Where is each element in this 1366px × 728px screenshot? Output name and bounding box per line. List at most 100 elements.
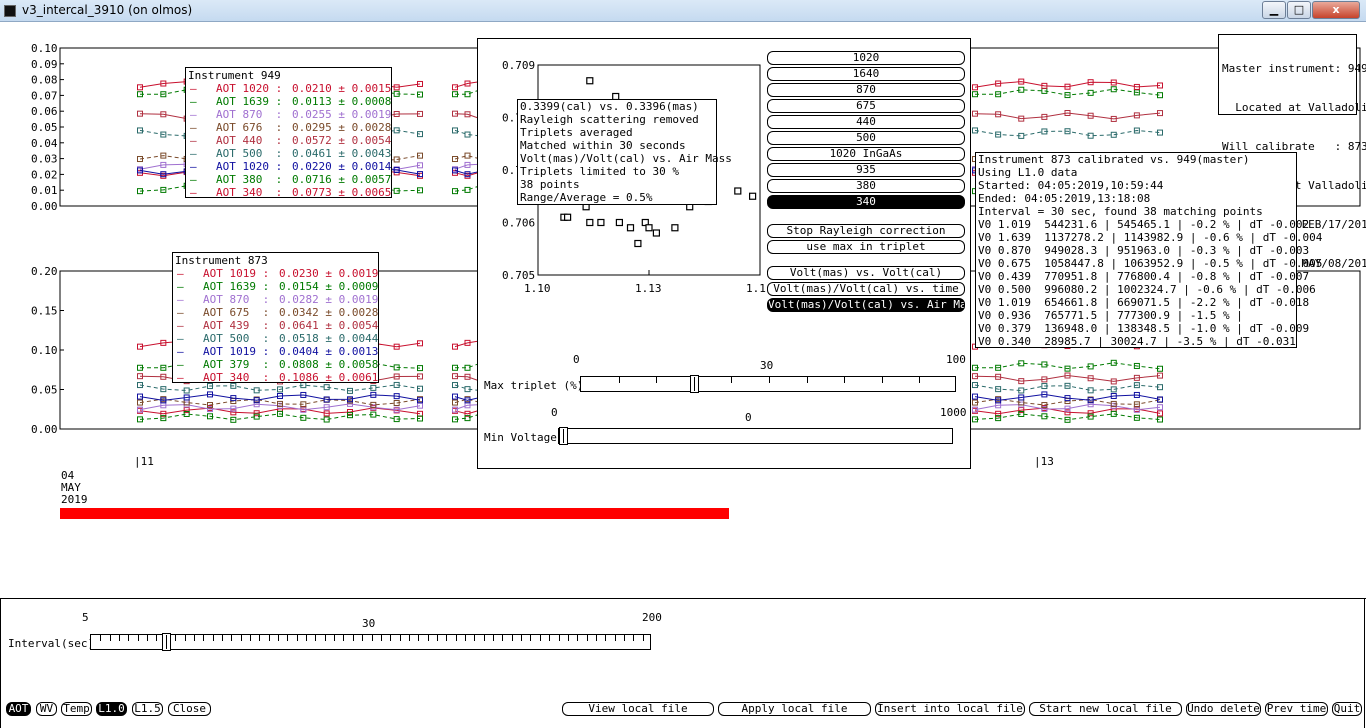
bottom-plot-data-marker	[452, 399, 458, 406]
scatter-xtick: 1.13	[635, 282, 662, 295]
l10-button[interactable]: L1.0	[96, 702, 127, 716]
bottom-plot-data-marker	[972, 382, 978, 389]
wavelength-button-380[interactable]: 380	[767, 179, 965, 193]
stop-rayleigh-button[interactable]: Stop Rayleigh correction	[767, 224, 965, 238]
wavelength-button-870[interactable]: 870	[767, 83, 965, 97]
bottom-plot-data-marker	[160, 364, 167, 371]
slider-tick	[769, 377, 770, 383]
wavelength-button-1020-ingaas[interactable]: 1020 InGaAs	[767, 147, 965, 161]
top-plot-data-marker	[1133, 112, 1140, 119]
wavelength-button-1020[interactable]: 1020	[767, 51, 965, 65]
bottom-plot-data-marker	[417, 415, 423, 422]
bottom-plot-data-marker	[1018, 394, 1025, 401]
start-new-local-file-button[interactable]: Start new local file	[1029, 702, 1182, 716]
slider-tick	[615, 635, 616, 641]
use-max-triplet-button[interactable]: use max in triplet	[767, 240, 965, 254]
slider-tick	[465, 635, 466, 641]
legend-series-value: 0.0230 ± 0.0019	[279, 267, 379, 280]
bottom-panel-left-edge	[0, 598, 1, 728]
bottom-plot-data-marker	[1087, 413, 1094, 420]
interval-label: Interval(sec)	[8, 637, 95, 650]
legend-row: —AOT 500 :0.0518 ± 0.0044	[175, 332, 378, 345]
bottom-plot-series-line	[455, 362, 481, 369]
temp-button[interactable]: Temp	[61, 702, 92, 716]
top-plot-series-line	[974, 112, 1161, 120]
top-plot-data-marker	[972, 110, 978, 117]
top-plot-data-marker	[452, 127, 458, 134]
slider-tick	[343, 635, 344, 641]
legend-series-name: AOT 439 :	[203, 319, 270, 332]
scatter-xtick: 1.1	[746, 282, 766, 295]
slider-tick	[156, 635, 157, 641]
wavelength-button-440[interactable]: 440	[767, 115, 965, 129]
l15-button[interactable]: L1.5	[132, 702, 163, 716]
plot-mode-button[interactable]: Volt(mas)/Volt(cal) vs. Air Mass	[767, 298, 965, 312]
wv-button[interactable]: WV	[36, 702, 57, 716]
bottom-plot-data-marker	[452, 364, 458, 371]
top-plot-series-line	[454, 163, 481, 170]
bottom-plot-series-line	[139, 393, 421, 401]
min-voltage-slider[interactable]	[558, 427, 953, 445]
maximize-button[interactable]: □	[1287, 1, 1311, 19]
plot-mode-button[interactable]: Volt(mas)/Volt(cal) vs. time	[767, 282, 965, 296]
undo-delete-button[interactable]: Undo delete	[1186, 702, 1261, 716]
bottom-plot-data-marker	[464, 397, 471, 404]
interval-slider[interactable]	[90, 633, 651, 651]
top-plot-data-marker	[452, 91, 458, 98]
apply-local-file-button[interactable]: Apply local file	[718, 702, 871, 716]
bottom-plot-ytick: 0.15	[31, 305, 58, 318]
top-plot-series-line	[454, 169, 481, 175]
legend-series-name: AOT 870 :	[203, 293, 270, 306]
max-triplet-slider[interactable]	[580, 375, 956, 393]
slider-thumb[interactable]	[690, 375, 699, 393]
close-button[interactable]: Close	[168, 702, 211, 716]
bottom-plot-data-marker	[347, 412, 353, 419]
plot-mode-button[interactable]: Volt(mas) vs. Volt(cal)	[767, 266, 965, 280]
bottom-plot-data-marker	[417, 373, 423, 380]
scatter-info-line: 38 points	[520, 178, 580, 191]
time-progress-bar[interactable]	[60, 508, 729, 519]
bottom-plot-data-marker	[323, 416, 330, 423]
top-plot-data-marker	[995, 131, 1002, 138]
scatter-info-line: Triplets averaged	[520, 126, 633, 139]
top-plot-data-marker	[452, 167, 458, 174]
wavelength-button-1640[interactable]: 1640	[767, 67, 965, 81]
slider-tick	[372, 635, 373, 641]
top-plot-ytick: 0.05	[31, 121, 58, 134]
wavelength-button-500[interactable]: 500	[767, 131, 965, 145]
quit-button[interactable]: Quit	[1332, 702, 1362, 716]
series-marker-icon: —	[177, 267, 184, 280]
slider-tick	[362, 635, 363, 641]
top-plot-data-marker	[1064, 92, 1071, 99]
bottom-plot-data-marker	[1041, 383, 1048, 390]
top-plot-data-marker	[1018, 132, 1025, 139]
wavelength-button-935[interactable]: 935	[767, 163, 965, 177]
bottom-plot-series-line	[454, 396, 481, 401]
minimize-button[interactable]: ▁	[1262, 1, 1286, 19]
top-plot-data-marker	[1018, 86, 1025, 93]
slider-thumb[interactable]	[559, 427, 568, 445]
wavelength-button-675[interactable]: 675	[767, 99, 965, 113]
legend-row: —AOT 675 :0.0342 ± 0.0028	[175, 306, 378, 319]
slider-thumb[interactable]	[162, 633, 171, 651]
slider-tick	[446, 635, 447, 641]
top-plot-data-marker	[417, 110, 423, 117]
bottom-plot-data-marker	[464, 364, 471, 371]
legend-series-value: 0.1086 ± 0.0061	[279, 371, 379, 384]
view-local-file-button[interactable]: View local file	[562, 702, 714, 716]
calibration-info-line: V0 1.019 544231.6 | 545465.1 | -0.2 % | …	[978, 218, 1310, 231]
legend-series-value: 0.0113 ± 0.0008	[292, 95, 392, 108]
bottom-plot-data-marker	[370, 401, 377, 408]
window-close-button[interactable]: x	[1312, 1, 1360, 19]
top-plot-data-marker	[137, 167, 143, 174]
prev-time-button[interactable]: Prev time	[1265, 702, 1328, 716]
top-plot-ytick: 0.04	[31, 137, 58, 150]
scatter-info-line: Range/Average = 0.5%	[520, 191, 653, 204]
bottom-plot-data-marker	[452, 382, 458, 389]
wavelength-button-340[interactable]: 340	[767, 195, 965, 209]
top-plot-series-line	[974, 129, 1161, 137]
aot-button[interactable]: AOT	[6, 702, 31, 716]
bottom-plot-data-marker	[1041, 361, 1048, 368]
calibration-info-line: Using L1.0 data	[978, 166, 1078, 179]
insert-into-local-file-button[interactable]: Insert into local file	[875, 702, 1025, 716]
